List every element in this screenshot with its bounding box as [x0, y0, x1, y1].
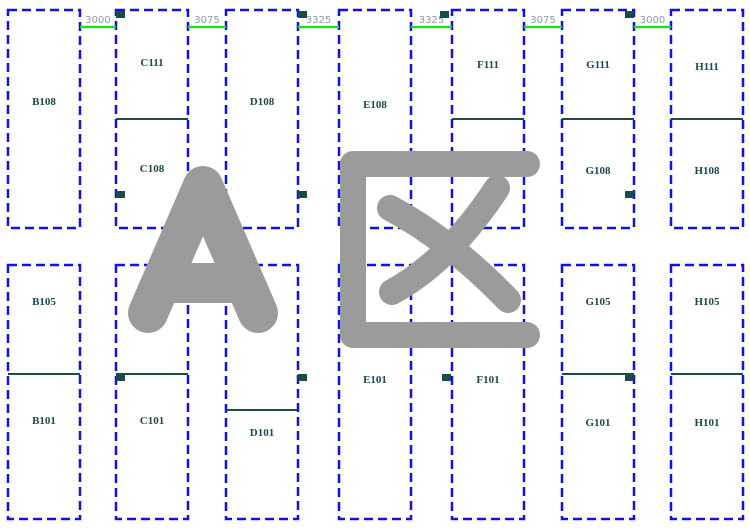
dimension: 3075	[524, 15, 562, 29]
column-marker-icon	[116, 374, 125, 381]
column-marker-icon	[116, 191, 125, 198]
dimension: 3325	[298, 15, 339, 29]
room-label: G111	[586, 59, 610, 71]
markers-layer	[116, 11, 634, 381]
room-label: B101	[32, 415, 56, 427]
logo-x-icon	[377, 175, 521, 313]
room-outline	[337, 263, 413, 521]
dimension: 3325	[411, 15, 452, 29]
room-block[interactable]: E101	[337, 263, 413, 521]
room-label: E108	[363, 99, 387, 111]
room-label: H101	[694, 417, 719, 429]
dimension: 3000	[634, 15, 671, 29]
column-marker-icon	[625, 191, 634, 198]
room-block[interactable]: E108	[337, 8, 413, 230]
dimension: 3000	[80, 15, 116, 29]
column-marker-icon	[625, 374, 634, 381]
room-label: G105	[585, 296, 611, 308]
dimension-label: 3000	[640, 15, 665, 26]
column-marker-icon	[298, 11, 307, 18]
room-label: C108	[140, 163, 165, 175]
room-label: B105	[32, 296, 56, 308]
column-marker-icon	[298, 191, 307, 198]
room-label: E101	[363, 374, 387, 386]
room-label: C101	[140, 415, 164, 427]
room-label: H105	[694, 296, 720, 308]
room-label: G101	[585, 417, 610, 429]
room-label: H111	[695, 61, 719, 73]
dimension-label: 3325	[419, 15, 444, 26]
room-outline	[6, 8, 82, 230]
watermark-logo	[128, 151, 540, 348]
room-outline	[224, 263, 300, 521]
room-label: B108	[32, 96, 56, 108]
room-outline	[224, 8, 300, 230]
room-label: F111	[477, 59, 499, 71]
dimension-label: 3325	[306, 15, 331, 26]
room-label: D101	[250, 427, 274, 439]
column-marker-icon	[298, 374, 307, 381]
column-marker-icon	[442, 374, 451, 381]
column-marker-icon	[440, 11, 449, 18]
logo-letter-a-icon	[128, 166, 278, 333]
logo-box-icon	[340, 151, 540, 348]
room-label: G108	[585, 165, 611, 177]
room-label: D108	[250, 96, 275, 108]
room-outline	[6, 263, 82, 521]
dimensions-layer: 3000 3075 3325 3325 3075 3000	[80, 15, 671, 29]
room-label: F101	[476, 374, 499, 386]
dimension-label: 3000	[85, 15, 110, 26]
dimension: 3075	[188, 15, 226, 29]
room-label: H108	[694, 165, 720, 177]
room-outline	[669, 263, 745, 521]
dimension-label: 3075	[530, 15, 555, 26]
column-marker-icon	[116, 11, 125, 18]
room-block[interactable]: D108	[224, 8, 300, 230]
room-outline	[560, 263, 636, 521]
column-marker-icon	[625, 11, 634, 18]
dimension-label: 3075	[194, 15, 219, 26]
room-outline	[337, 8, 413, 230]
room-block[interactable]: B108	[6, 8, 82, 230]
room-label: C111	[140, 57, 163, 69]
